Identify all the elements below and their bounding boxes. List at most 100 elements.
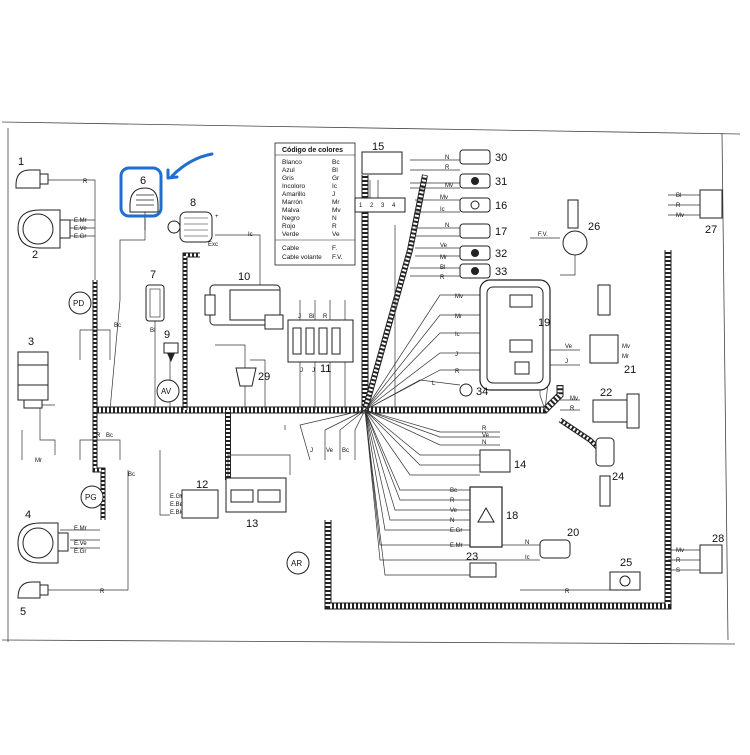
svg-text:Bl: Bl xyxy=(309,314,314,320)
svg-text:Mv: Mv xyxy=(676,213,684,219)
svg-text:Bl: Bl xyxy=(150,328,155,334)
svg-text:R: R xyxy=(450,498,455,504)
legend-extra-name: Cable xyxy=(282,245,299,252)
component-28: 28 xyxy=(699,533,724,574)
legend-color-name: Incoloro xyxy=(282,183,306,190)
svg-text:Ve: Ve xyxy=(326,448,334,454)
svg-text:Exc: Exc xyxy=(208,242,218,248)
svg-text:PD: PD xyxy=(73,299,84,308)
svg-text:Mr: Mr xyxy=(455,314,462,320)
svg-text:3: 3 xyxy=(381,203,385,209)
highlight-annotation xyxy=(119,152,214,218)
legend-color-name: Azul xyxy=(282,167,295,174)
zone-pg-marker: PG xyxy=(80,485,104,509)
component-13: 13 xyxy=(225,477,287,530)
svg-text:1: 1 xyxy=(359,203,363,209)
svg-text:25: 25 xyxy=(620,557,632,569)
component-33: 33 xyxy=(459,263,507,279)
svg-text:3: 3 xyxy=(28,336,34,348)
svg-text:14: 14 xyxy=(514,459,526,471)
legend-color-name: Malva xyxy=(282,207,300,214)
svg-text:R: R xyxy=(100,589,105,595)
svg-text:Ve: Ve xyxy=(482,433,490,439)
svg-text:Mv: Mv xyxy=(445,183,453,189)
svg-text:13: 13 xyxy=(246,518,258,530)
svg-text:5: 5 xyxy=(20,606,26,618)
svg-text:E.Mr: E.Mr xyxy=(74,218,87,224)
zone-pd-marker: PD xyxy=(68,291,92,315)
legend-color-code: N xyxy=(332,215,337,222)
svg-text:26: 26 xyxy=(588,221,600,233)
legend-color-code: Gr xyxy=(332,175,340,182)
svg-text:Ve: Ve xyxy=(440,243,448,249)
legend-title: Código de colores xyxy=(282,147,343,154)
legend-color-name: Blanco xyxy=(282,159,302,166)
legend-color-code: Bl xyxy=(332,167,338,174)
svg-text:E.Mr: E.Mr xyxy=(450,543,463,549)
svg-text:N: N xyxy=(525,540,529,546)
zone-av-marker: AV xyxy=(156,379,180,403)
svg-text:AV: AV xyxy=(161,387,172,396)
legend-color-name: Gris xyxy=(282,175,295,182)
component-19: 19 xyxy=(479,279,551,391)
svg-text:J: J xyxy=(565,359,568,365)
component-18: 18 xyxy=(469,486,518,548)
svg-text:23: 23 xyxy=(466,551,478,563)
svg-text:Mv: Mv xyxy=(676,548,684,554)
component-10: 10 xyxy=(204,271,284,330)
svg-text:9: 9 xyxy=(164,329,170,341)
legend-color-code: Ic xyxy=(332,183,338,190)
svg-text:E.Gr: E.Gr xyxy=(74,549,86,555)
svg-text:J: J xyxy=(312,368,315,374)
svg-text:15: 15 xyxy=(372,141,384,153)
svg-text:E.Gr: E.Gr xyxy=(74,234,86,240)
svg-text:S: S xyxy=(676,568,680,574)
svg-text:4: 4 xyxy=(392,203,396,209)
svg-text:J: J xyxy=(310,448,313,454)
svg-text:Mv: Mv xyxy=(455,294,463,300)
component-22: 22 xyxy=(592,387,640,429)
component-12: 12 E.Gr E.Br E.Bl xyxy=(170,479,219,519)
svg-text:N: N xyxy=(445,155,449,161)
svg-text:Bc: Bc xyxy=(342,448,349,454)
svg-text:Mr: Mr xyxy=(440,255,447,261)
component-2: 2 xyxy=(17,209,71,261)
svg-text:20: 20 xyxy=(567,527,579,539)
legend-color-name: Amarillo xyxy=(282,191,306,198)
legend-extra-name: Cable volante xyxy=(282,254,322,261)
component-31: 31 xyxy=(459,173,507,189)
component-34: 34 xyxy=(459,383,488,398)
svg-text:12: 12 xyxy=(196,479,208,491)
svg-text:31: 31 xyxy=(495,176,507,188)
svg-text:2: 2 xyxy=(32,249,38,261)
svg-text:AR: AR xyxy=(291,559,302,568)
svg-text:17: 17 xyxy=(495,226,507,238)
svg-text:34: 34 xyxy=(476,386,488,398)
svg-text:R: R xyxy=(565,589,570,595)
component-20: 20 xyxy=(539,527,579,559)
component-26: 26 F.V. xyxy=(538,199,600,256)
svg-text:Ic: Ic xyxy=(525,555,530,561)
svg-text:Ic: Ic xyxy=(455,332,460,338)
svg-text:Ic: Ic xyxy=(440,207,445,213)
component-32: 32 xyxy=(459,245,507,261)
wire-color-labels: R E.Mr E.Ve E.Gr Bc Bl Mr R Bc E.Mr E.Ve… xyxy=(35,155,684,595)
svg-text:Bl: Bl xyxy=(440,265,445,271)
svg-text:7: 7 xyxy=(150,269,156,281)
svg-text:Mv: Mv xyxy=(570,396,578,402)
page-border xyxy=(1,121,741,645)
component-24: 24 xyxy=(595,437,624,507)
component-25: 25 xyxy=(609,557,641,591)
svg-text:Bl: Bl xyxy=(676,193,681,199)
svg-text:J: J xyxy=(298,314,301,320)
svg-text:Bc: Bc xyxy=(128,472,135,478)
legend-color-name: Negro xyxy=(282,215,300,222)
component-27: 27 xyxy=(699,189,723,236)
svg-text:R: R xyxy=(570,406,575,412)
svg-text:Ic: Ic xyxy=(248,232,253,238)
legend-extra-code: F.V. xyxy=(332,254,343,261)
svg-text:E.Bl: E.Bl xyxy=(170,510,181,516)
